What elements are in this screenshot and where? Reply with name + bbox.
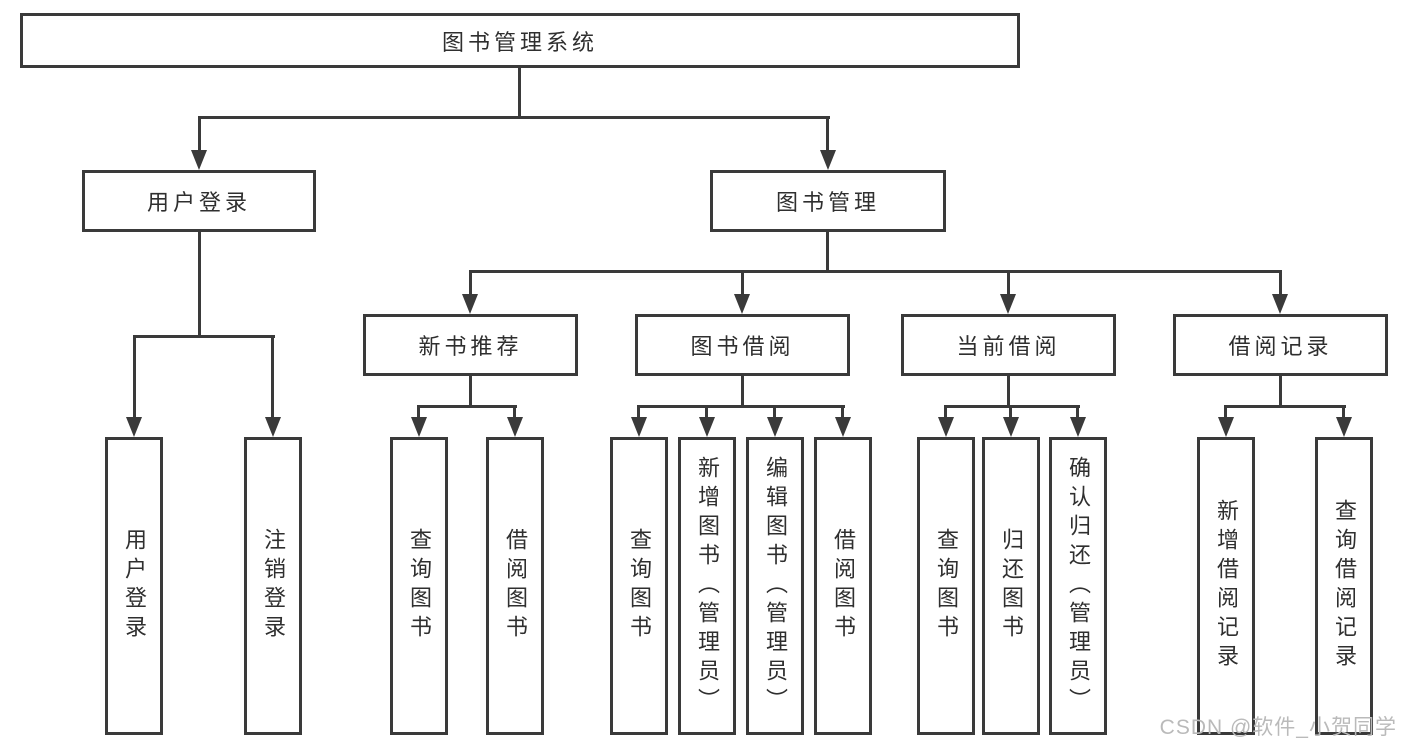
connector-bookborrow-rail xyxy=(637,405,845,408)
arrow-down-icon xyxy=(835,417,851,437)
arrow-down-icon xyxy=(126,417,142,437)
connector-bookborrow-drop-3 xyxy=(773,405,776,417)
leaf-current-confirm-return-admin: 确认归还（管理员） xyxy=(1049,437,1107,735)
connector-userlogin-rail xyxy=(133,335,275,338)
arrow-down-icon xyxy=(631,417,647,437)
connector-bookmgmt-drop-2 xyxy=(741,270,744,294)
connector-currentborrow-stem xyxy=(1007,376,1010,408)
connector-newbooks-stem xyxy=(469,376,472,408)
connector-bookmgmt-stem xyxy=(826,232,829,272)
leaf-logout-login: 注销登录 xyxy=(244,437,302,735)
leaf-borrowing-query-books: 查询图书 xyxy=(610,437,668,735)
connector-bookborrow-stem xyxy=(741,376,744,408)
connector-bookborrow-drop-1 xyxy=(637,405,640,417)
connector-records-rail xyxy=(1224,405,1346,408)
connector-currentborrow-rail xyxy=(944,405,1080,408)
connector-bookmgmt-drop-4 xyxy=(1279,270,1282,294)
node-library-system: 图书管理系统 xyxy=(20,13,1020,68)
connector-newbooks-drop-1 xyxy=(417,405,420,417)
arrow-down-icon xyxy=(699,417,715,437)
connector-userlogin-stem xyxy=(198,232,201,337)
connector-root-rail xyxy=(198,116,830,119)
arrow-down-icon xyxy=(1000,294,1016,314)
node-new-book-recommend: 新书推荐 xyxy=(363,314,578,376)
leaf-newbooks-query-books: 查询图书 xyxy=(390,437,448,735)
node-borrow-records: 借阅记录 xyxy=(1173,314,1388,376)
leaf-user-login: 用户登录 xyxy=(105,437,163,735)
connector-userlogin-drop-2 xyxy=(271,335,274,417)
arrow-down-icon xyxy=(938,417,954,437)
connector-currentborrow-drop-1 xyxy=(944,405,947,417)
leaf-borrowing-edit-books-admin: 编辑图书（管理员） xyxy=(746,437,804,735)
connector-currentborrow-drop-2 xyxy=(1009,405,1012,417)
connector-bookmgmt-rail xyxy=(469,270,1282,273)
connector-bookmgmt-drop-1 xyxy=(469,270,472,294)
leaf-records-query-record: 查询借阅记录 xyxy=(1315,437,1373,735)
arrow-down-icon xyxy=(767,417,783,437)
leaf-borrowing-borrow-books: 借阅图书 xyxy=(814,437,872,735)
connector-newbooks-rail xyxy=(417,405,517,408)
connector-bookmgmt-drop-3 xyxy=(1007,270,1010,294)
leaf-records-add-record: 新增借阅记录 xyxy=(1197,437,1255,735)
arrow-down-icon xyxy=(462,294,478,314)
connector-records-drop-2 xyxy=(1342,405,1345,417)
connector-root-drop-right xyxy=(826,116,829,152)
connector-root-stem xyxy=(518,68,521,118)
arrow-down-icon xyxy=(1336,417,1352,437)
arrow-down-icon xyxy=(1218,417,1234,437)
csdn-watermark: CSDN @软件_小贺同学 xyxy=(1159,716,1397,739)
node-current-borrowing: 当前借阅 xyxy=(901,314,1116,376)
node-book-management: 图书管理 xyxy=(710,170,946,232)
connector-bookborrow-drop-4 xyxy=(841,405,844,417)
node-book-borrowing: 图书借阅 xyxy=(635,314,850,376)
leaf-current-return-books: 归还图书 xyxy=(982,437,1040,735)
connector-bookborrow-drop-2 xyxy=(705,405,708,417)
arrow-down-icon xyxy=(820,150,836,170)
connector-currentborrow-drop-3 xyxy=(1076,405,1079,417)
leaf-newbooks-borrow-books: 借阅图书 xyxy=(486,437,544,735)
connector-root-drop-left xyxy=(198,116,201,152)
leaf-current-query-books: 查询图书 xyxy=(917,437,975,735)
node-user-login: 用户登录 xyxy=(82,170,316,232)
connector-records-drop-1 xyxy=(1224,405,1227,417)
connector-newbooks-drop-2 xyxy=(513,405,516,417)
arrow-down-icon xyxy=(1070,417,1086,437)
arrow-down-icon xyxy=(411,417,427,437)
arrow-down-icon xyxy=(1003,417,1019,437)
connector-records-stem xyxy=(1279,376,1282,408)
arrow-down-icon xyxy=(507,417,523,437)
arrow-down-icon xyxy=(734,294,750,314)
leaf-borrowing-add-books-admin: 新增图书（管理员） xyxy=(678,437,736,735)
arrow-down-icon xyxy=(191,150,207,170)
arrow-down-icon xyxy=(265,417,281,437)
arrow-down-icon xyxy=(1272,294,1288,314)
connector-userlogin-drop-1 xyxy=(133,335,136,417)
